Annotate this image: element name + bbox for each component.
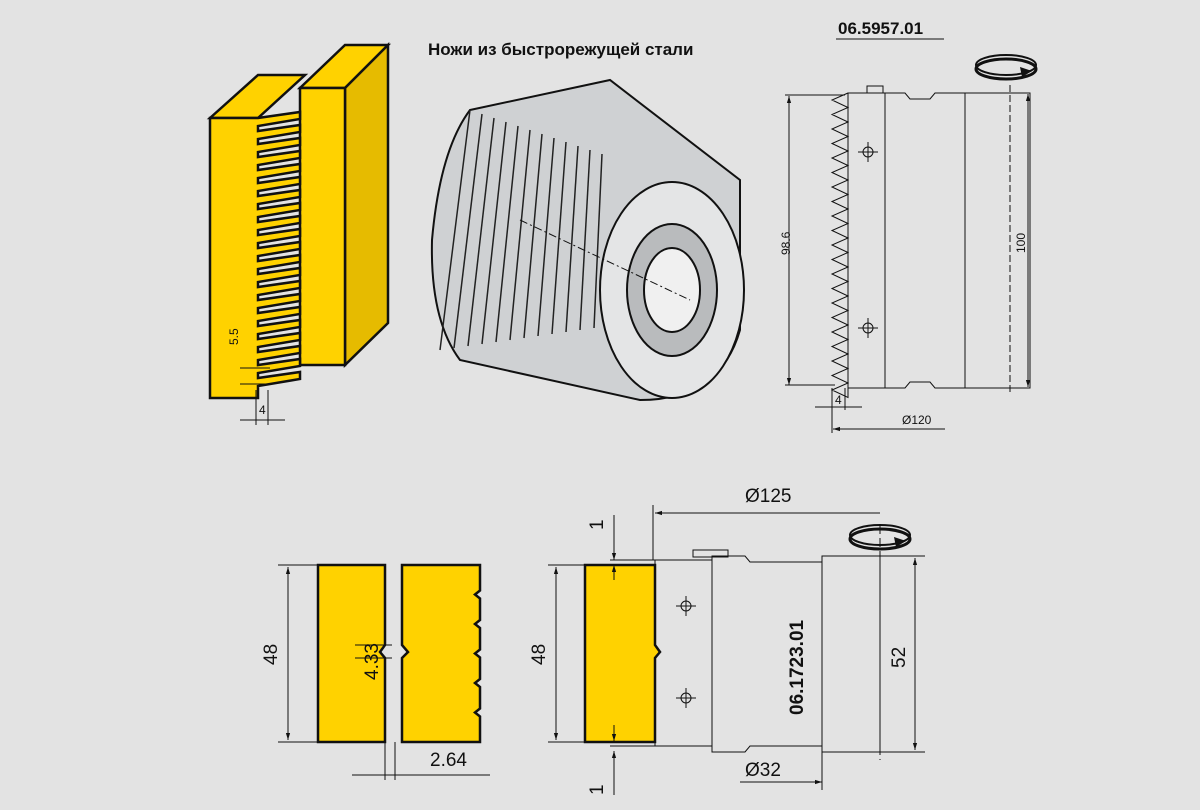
rotation-direction-icon: [974, 54, 1038, 81]
crosshair-icon: [676, 688, 696, 708]
cutter-groove: [565, 145, 579, 333]
cutter-groove: [579, 149, 591, 331]
cutter-side-view-2: 06.1723.01 Ø125 1 1 48 52 Ø32: [529, 486, 925, 795]
dim-knife-thickness: 2.64: [430, 750, 467, 771]
dim-bore: Ø32: [745, 760, 781, 781]
article-code: 06.5957.01: [838, 19, 923, 38]
cutter-head-illustration: [430, 78, 745, 402]
crosshair-icon: [858, 318, 878, 338]
dim-knife-height: 48: [261, 644, 282, 665]
dim-knife-height-2: 48: [529, 644, 550, 665]
cutter-groove: [439, 109, 471, 351]
dim-pitch: 5.5: [227, 328, 241, 345]
cutter-side-view: 98.6 100 4 Ø120: [779, 85, 1031, 433]
dim-bottom-offset: 1: [587, 784, 608, 795]
body-label: 06.1723.01: [787, 619, 808, 715]
cutter-groove: [523, 133, 543, 339]
dim-tooth-pitch: 4.33: [362, 643, 383, 680]
cutter-groove: [481, 121, 507, 345]
cutter-groove: [453, 113, 483, 349]
dim-width: 4: [259, 403, 266, 417]
crosshair-icon: [676, 596, 696, 616]
cutter-groove: [551, 141, 567, 335]
knife-profiles: 48 4.33 2.64: [261, 563, 490, 780]
cutter-groove: [537, 137, 555, 337]
knife-3d-view: 5.5 4: [206, 41, 392, 425]
cutter-groove: [593, 153, 603, 329]
dim-outer-diameter: Ø125: [745, 486, 791, 507]
dim-diameter: Ø120: [902, 413, 932, 427]
dim-knife-length: 98.6: [779, 231, 793, 255]
cutter-groove: [509, 129, 531, 341]
cutter-groove: [467, 117, 495, 347]
dim-height: 100: [1014, 233, 1028, 253]
dim-tooth-width: 4: [835, 393, 842, 407]
crosshair-icon: [858, 142, 878, 162]
dim-top-offset: 1: [587, 519, 608, 530]
dim-body-height: 52: [889, 647, 910, 668]
drawing-title: Ножи из быстрорежущей стали: [428, 40, 693, 59]
cutter-groove: [495, 125, 519, 343]
